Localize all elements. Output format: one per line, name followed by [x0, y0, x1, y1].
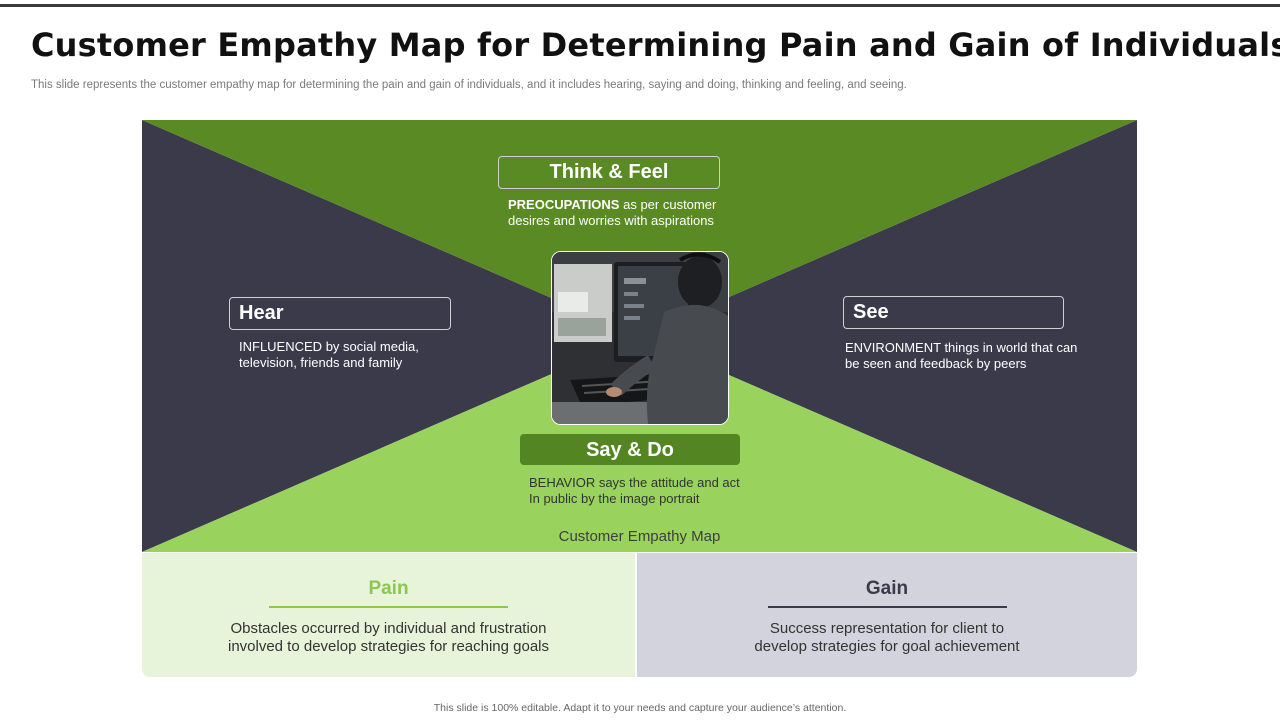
- gain-text: Success representation for client to dev…: [754, 620, 1020, 655]
- pain-title: Pain: [368, 578, 409, 599]
- see-label: See: [843, 296, 1064, 329]
- say-do-text-1: says the attitude and act: [595, 475, 740, 490]
- quadrant-right: [639, 120, 1137, 552]
- hear-text-2: television, friends and family: [239, 355, 403, 370]
- see-keyword: ENVIRONMENT: [845, 340, 941, 355]
- top-rule: [0, 4, 1280, 7]
- hear-description: INFLUENCED by social media, television, …: [239, 339, 479, 371]
- say-do-label: Say & Do: [520, 434, 740, 465]
- page-title: Customer Empathy Map for Determining Pai…: [31, 26, 1280, 64]
- footer-note: This slide is 100% editable. Adapt it to…: [433, 702, 847, 714]
- pain-rule: [269, 606, 508, 608]
- see-description: ENVIRONMENT things in world that can be …: [845, 340, 1115, 372]
- think-feel-text-2: desires and worries with aspirations: [508, 213, 714, 228]
- pain-text: Obstacles occurred by individual and fru…: [227, 620, 550, 655]
- hear-text-1: by social media,: [322, 339, 419, 354]
- page-subtitle: This slide represents the customer empat…: [31, 79, 907, 91]
- say-do-text-2: In public by the image portrait: [529, 491, 700, 506]
- gain-rule: [767, 606, 1007, 608]
- think-feel-keyword: PREOCUPATIONS: [508, 197, 620, 212]
- quadrant-top: [142, 120, 1137, 336]
- think-feel-text-1: as per customer: [619, 197, 717, 212]
- person-at-computer-photo: [551, 251, 729, 425]
- quadrant-left: [142, 120, 639, 552]
- see-text-1: things in world that can: [940, 340, 1078, 355]
- gain-title: Gain: [865, 578, 909, 599]
- think-feel-description: PREOCUPATIONS as per customer desires an…: [508, 197, 768, 229]
- map-caption: Customer Empathy Map: [558, 528, 721, 545]
- think-feel-label: Think & Feel: [498, 156, 720, 189]
- say-do-keyword: BEHAVIOR: [529, 475, 596, 490]
- see-text-2: be seen and feedback by peers: [845, 356, 1027, 371]
- say-do-description: BEHAVIOR says the attitude and act In pu…: [529, 475, 779, 507]
- hear-label: Hear: [229, 297, 451, 330]
- pain-panel: Pain Obstacles occurred by individual an…: [142, 553, 635, 677]
- gain-panel: Gain Success representation for client t…: [637, 553, 1137, 677]
- photo-illustration: [552, 252, 728, 424]
- hear-keyword: INFLUENCED: [239, 339, 323, 354]
